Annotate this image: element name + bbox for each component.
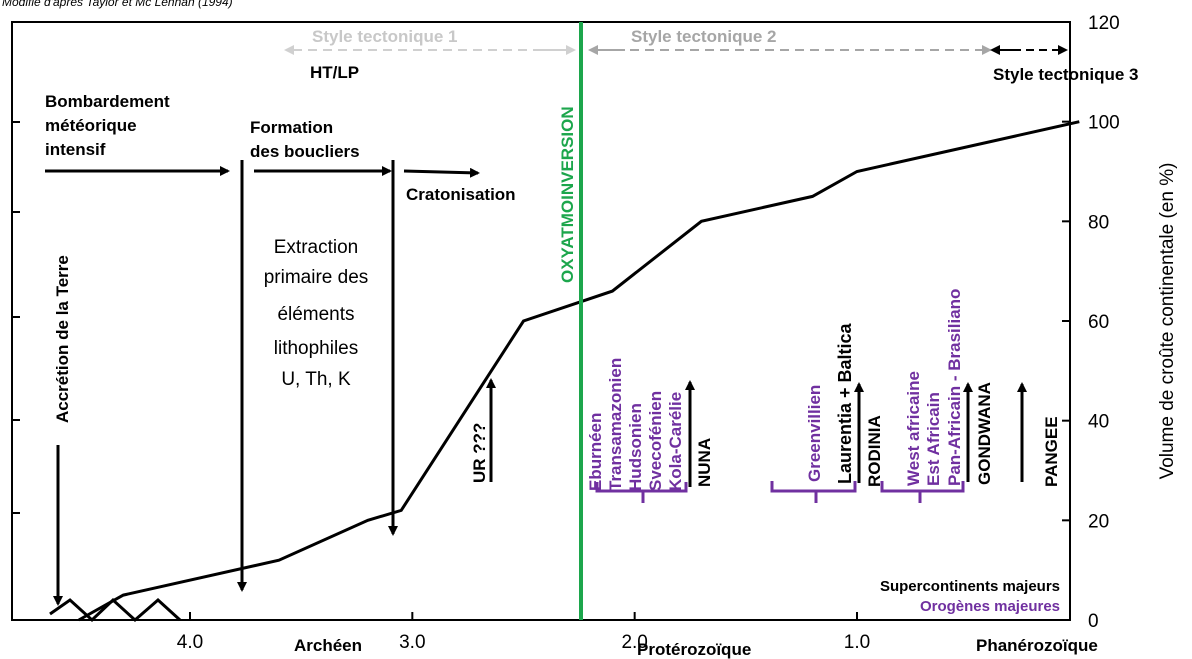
x-tick-label: 1.0 [844, 632, 870, 653]
rodinia-bracket [770, 481, 857, 503]
eon-proterozoique: Protérozoïque [637, 640, 751, 659]
style2-label: Style tectonique 2 [631, 27, 776, 46]
svg-text:U, Th, K: U, Th, K [281, 369, 351, 390]
orogen-greenvillien: Greenvillien [805, 385, 824, 482]
style1-label: Style tectonique 1 [312, 27, 457, 46]
accretion-label: Accrétion de la Terre [53, 255, 72, 423]
svg-text:Formation: Formation [250, 118, 333, 137]
gondwana-bracket [880, 481, 965, 503]
accretion-zigzag [49, 597, 182, 623]
svg-text:des boucliers: des boucliers [250, 142, 360, 161]
svg-text:Pan-Africain - Brasiliano: Pan-Africain - Brasiliano [945, 289, 964, 486]
svg-text:éléments: éléments [277, 304, 354, 325]
svg-text:météorique: météorique [45, 116, 137, 135]
svg-text:Transamazonien: Transamazonien [606, 358, 625, 491]
orogens-gondwana: West africaine Est Africain Pan-Africain… [904, 289, 964, 486]
oxygenation-label: OXYATMOINVERSION [558, 106, 577, 283]
svg-text:primaire des: primaire des [264, 267, 369, 288]
orogen-laurentia: Laurentia + Baltica [835, 322, 855, 484]
svg-text:Bombardement: Bombardement [45, 92, 170, 111]
formation-label: Formation des boucliers [250, 118, 360, 161]
svg-text:lithophiles: lithophiles [274, 338, 359, 359]
source-note: Modifié d'après Taylor et Mc Lennan (199… [2, 0, 233, 9]
svg-text:West africaine: West africaine [904, 371, 923, 486]
left-ticks [12, 121, 20, 514]
eon-archeen: Archéen [294, 636, 362, 655]
y-tick-label: 0 [1088, 611, 1099, 632]
x-tick-label: 2.0 [621, 632, 647, 653]
y-tick-label: 60 [1088, 312, 1109, 333]
nuna-bracket [595, 482, 688, 503]
svg-text:intensif: intensif [45, 140, 106, 159]
svg-text:Kola-Carélie: Kola-Carélie [666, 392, 685, 491]
bombardement-label: Bombardement météorique intensif [45, 92, 170, 159]
svg-text:Eburnéen: Eburnéen [586, 413, 605, 491]
y-tick-label: 80 [1088, 212, 1109, 233]
crust-growth-curve [78, 120, 1080, 622]
right-axis-ticks: 0 20 40 60 80 100 120 [1062, 13, 1120, 632]
svg-text:Svecofénien: Svecofénien [646, 391, 665, 491]
style3-label: Style tectonique 3 [993, 65, 1138, 84]
cratonisation-arrow [403, 167, 480, 178]
x-axis-ticks: 4.0 3.0 2.0 1.0 [177, 612, 870, 653]
legend-orogenes: Orogènes majeures [920, 598, 1060, 615]
supercontinent-ur: UR ??? [470, 423, 489, 483]
supercontinent-pangee: PANGEE [1042, 416, 1061, 487]
x-tick-label: 4.0 [177, 632, 203, 653]
y-tick-label: 120 [1088, 13, 1120, 34]
svg-text:Hudsonien: Hudsonien [626, 403, 645, 491]
supercontinent-nuna: NUNA [695, 438, 714, 487]
svg-text:Est Africain: Est Africain [924, 392, 943, 486]
extraction-label: Extraction primaire des éléments lithoph… [264, 237, 369, 390]
supercontinent-gondwana: GONDWANA [975, 382, 994, 485]
x-tick-label: 3.0 [399, 632, 425, 653]
supercontinent-rodinia: RODINIA [865, 415, 884, 487]
cratonisation-label: Cratonisation [406, 185, 516, 204]
svg-text:Extraction: Extraction [274, 237, 358, 258]
y-tick-label: 100 [1088, 113, 1120, 134]
style1-sublabel: HT/LP [310, 63, 359, 82]
y-axis-label: Volume de croûte continentale (en %) [1157, 163, 1178, 480]
orogens-nuna: Eburnéen Transamazonien Hudsonien Svecof… [586, 358, 685, 491]
legend-supercontinents: Supercontinents majeurs [880, 578, 1060, 595]
plot-frame [11, 21, 1071, 621]
eon-phanerozoique: Phanérozoïque [976, 636, 1098, 655]
y-tick-label: 20 [1088, 511, 1109, 532]
y-tick-label: 40 [1088, 412, 1109, 433]
